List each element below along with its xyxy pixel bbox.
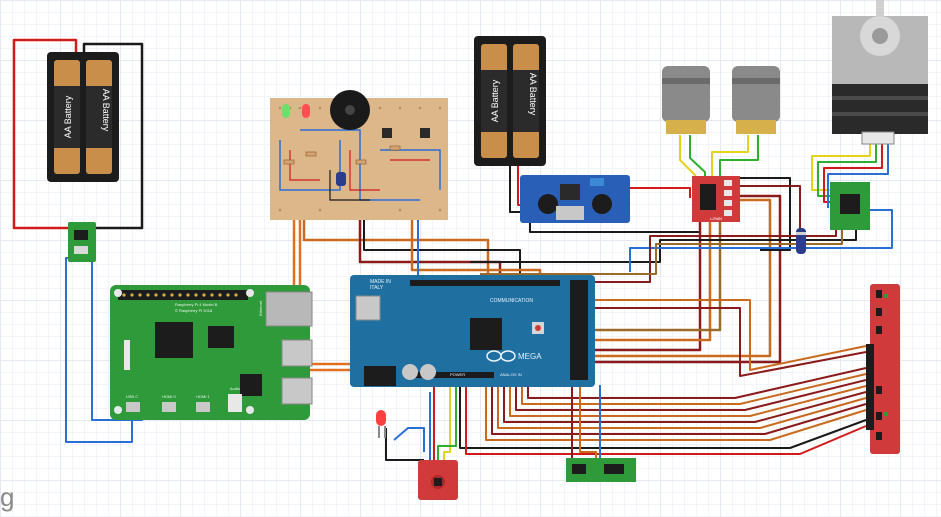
sensor-module	[418, 460, 458, 500]
pi-model-text: Raspberry Pi 4 Model B	[175, 302, 218, 307]
pi-port-usbc: USB C	[126, 394, 138, 399]
watermark: g	[0, 482, 15, 512]
motor-driver-l298n: L298N	[692, 176, 740, 222]
power-module-left	[68, 222, 96, 262]
red-led-top	[302, 104, 310, 118]
push-button-1	[382, 128, 392, 138]
buzzer	[330, 90, 370, 130]
perfboard	[270, 90, 448, 220]
stepper-motor	[832, 0, 928, 145]
mega-logo-text: MEGA	[518, 352, 542, 361]
battery-label-1: AA Battery	[63, 95, 73, 138]
resistor-3	[355, 159, 367, 165]
resistor-2	[305, 151, 317, 157]
battery-label-4: AA Battery	[528, 73, 538, 116]
arduino-logo: MEGA	[486, 350, 542, 362]
mega-power-label: POWER	[450, 372, 465, 377]
pi-usbc-port	[126, 402, 140, 412]
battery-pack-right: AA Battery AA Battery	[474, 36, 546, 166]
arduino-mega-board: MADE IN ITALY COMMUNICATION POWER ANALOG…	[350, 275, 595, 387]
mega-made-in: MADE IN	[370, 279, 391, 285]
dc-motor-left	[662, 66, 710, 134]
stepper-driver	[830, 182, 870, 230]
mega-analog-label: ANALOG IN	[500, 372, 522, 377]
pi-port-hdmi0: HDMI 0	[162, 394, 176, 399]
green-module	[566, 458, 636, 482]
push-button-2	[420, 128, 430, 138]
mega-country: ITALY	[370, 285, 384, 291]
battery-pack-left: AA Battery AA Battery	[47, 52, 119, 182]
motor-driver-label: L298N	[710, 216, 722, 221]
capacitor	[336, 172, 346, 186]
mega-communication-label: COMMUNICATION	[490, 298, 533, 304]
ir-sensor-array	[866, 284, 900, 454]
resistor-4	[389, 145, 401, 151]
buck-converter	[520, 175, 630, 223]
pi-copyright-text: © Raspberry Pi 2018	[175, 308, 213, 313]
pi-port-ethernet: Ethernet	[258, 300, 263, 316]
pi-usb-port-1	[281, 339, 313, 367]
pi-hdmi0-port	[162, 402, 176, 412]
pi-port-hdmi1: HDMI 1	[196, 394, 210, 399]
dc-motor-right	[732, 66, 780, 134]
diode	[796, 228, 806, 254]
wires	[12, 38, 893, 466]
raspberry-pi-board: Raspberry Pi 4 Model B © Raspberry Pi 20…	[110, 285, 313, 420]
pi-ethernet-port	[265, 291, 313, 327]
pi-hdmi1-port	[196, 402, 210, 412]
pi-port-audio: Audio	[230, 386, 241, 391]
red-led-bottom	[376, 410, 386, 438]
battery-label-3: AA Battery	[490, 79, 500, 122]
pi-audio-port	[228, 394, 242, 412]
green-led	[282, 104, 290, 118]
pi-usb-port-2	[281, 377, 313, 405]
resistor-1	[283, 159, 295, 165]
battery-label-2: AA Battery	[101, 89, 111, 132]
